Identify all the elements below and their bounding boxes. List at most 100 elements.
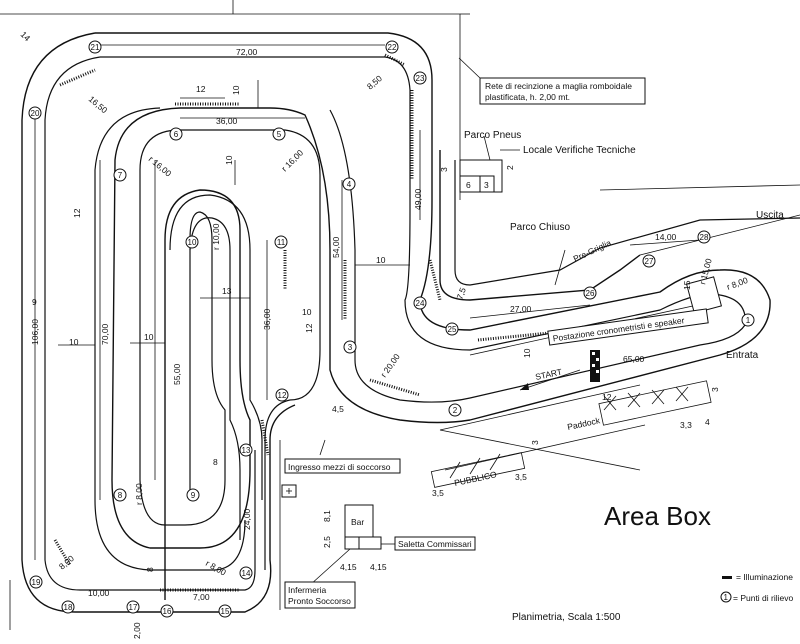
dim-label: r 10,00: [211, 223, 221, 250]
infermeria-box: [284, 581, 356, 609]
survey-point-marker: [113, 168, 127, 182]
dimension-labels: 72,00 14 16,50 8,50 12 10 36,00 10 r 16,…: [19, 29, 750, 639]
survey-point-marker: [274, 235, 288, 249]
buildings: [281, 159, 723, 550]
survey-point-label: 25: [448, 325, 457, 334]
dim-label: 3,3: [680, 420, 692, 430]
survey-point-label: 28: [700, 233, 709, 242]
pubblico-spaces: [430, 452, 526, 488]
dim-label: r 8,00: [134, 483, 144, 505]
dim-label: 10: [588, 369, 598, 379]
survey-point-label: 15: [221, 607, 230, 616]
survey-point-marker: [88, 40, 102, 54]
label-uscita: Uscita: [756, 210, 784, 221]
dim-label: 8,50: [365, 73, 384, 91]
label-pronto-soccorso: Pronto Soccorso: [288, 596, 351, 606]
survey-point-label: 20: [31, 109, 40, 118]
survey-point-marker: [413, 71, 427, 85]
survey-point-marker: [29, 575, 43, 589]
dim-label: 36,00: [216, 116, 238, 126]
dim-label: 14: [19, 29, 33, 43]
survey-point-label: 18: [64, 603, 73, 612]
fence-lines: [0, 0, 800, 630]
track-infield-mid: [94, 107, 246, 571]
survey-point-marker: [445, 322, 459, 336]
survey-point-marker: [342, 177, 356, 191]
survey-point-label: 7: [118, 171, 123, 180]
label-ingresso: Ingresso mezzi di soccorso: [288, 462, 391, 472]
label-infermeria: Infermeria: [288, 585, 327, 595]
dim-label: 70,00: [100, 323, 110, 345]
track-inner-left: [44, 56, 256, 591]
survey-point-label: 6: [174, 130, 179, 139]
dim-label: 55,00: [172, 363, 182, 385]
survey-point-marker: [185, 235, 199, 249]
survey-point-marker: [741, 313, 755, 327]
fence-note-line2: plastificata, h. 2,00 mt.: [485, 92, 570, 102]
survey-point-label: 5: [277, 130, 282, 139]
legend-point-number: 1: [724, 593, 729, 602]
dim-label: r 16,00: [279, 147, 305, 173]
dim-label: 3: [710, 387, 720, 392]
dim-label: 8,1: [322, 510, 332, 522]
survey-point-label: 8: [118, 491, 123, 500]
illuminazione-symbol: [722, 576, 732, 579]
dim-label: 4,15: [340, 562, 357, 572]
survey-point-label: 17: [129, 603, 138, 612]
dim-label: 13: [222, 286, 232, 296]
fence-note-box: [479, 77, 646, 105]
label-paddock: Paddock: [566, 415, 601, 432]
track-center-inner: [189, 217, 241, 540]
survey-point-label: 26: [586, 289, 595, 298]
survey-point-label: 12: [278, 391, 287, 400]
survey-point-marker: [160, 604, 174, 618]
dim-label: 27,00: [510, 304, 532, 314]
track-outer-edge: [95, 32, 771, 600]
survey-point-marker: [343, 340, 357, 354]
label-parco-pneus: Parco Pneus: [464, 130, 521, 141]
dim-label: 4,5: [332, 404, 344, 414]
survey-point-label: 2: [453, 406, 458, 415]
survey-point-marker: [697, 230, 711, 244]
saletta-box: [394, 536, 476, 551]
survey-point-marker: [61, 600, 75, 614]
survey-point-label: 19: [32, 578, 41, 587]
survey-point-label: 1: [746, 316, 751, 325]
paddock-marks: [430, 380, 712, 488]
dim-label: 10: [302, 307, 312, 317]
survey-point-marker: [186, 488, 200, 502]
survey-point-label: 13: [242, 446, 251, 455]
dim-label: 3: [439, 167, 449, 172]
dim-label: 12: [196, 84, 206, 94]
dim-label: 10: [224, 155, 234, 165]
track-inner-edge: [100, 56, 746, 403]
dim-label: 49,00: [413, 188, 423, 210]
dim-label: 3,5: [432, 488, 444, 498]
dim-label: 3: [530, 440, 540, 445]
label-parco-chiuso: Parco Chiuso: [510, 222, 570, 233]
survey-point-label: 9: [191, 491, 196, 500]
dim-label: 8,00: [57, 553, 76, 571]
postazione-box: [547, 308, 709, 346]
survey-point-marker: [448, 403, 462, 417]
label-saletta: Saletta Commissari: [398, 539, 472, 549]
survey-point-label: 27: [645, 257, 654, 266]
survey-point-label: 23: [416, 74, 425, 83]
dim-label: 10: [231, 85, 241, 95]
survey-point-marker: [28, 106, 42, 120]
legend: = Illuminazione 1 = Punti di rilievo: [720, 572, 794, 603]
survey-point-label: 10: [188, 238, 197, 247]
dim-label: 7,5: [454, 286, 468, 301]
track-center-loop: [169, 194, 263, 500]
survey-point-marker: [413, 296, 427, 310]
dim-label: 2: [505, 165, 515, 170]
dim-label: 65,00: [623, 354, 645, 364]
survey-point-marker: [272, 127, 286, 141]
dim-label: 106,00: [30, 319, 40, 345]
survey-point-marker: [583, 286, 597, 300]
diagram-title: Area Box: [604, 501, 711, 531]
dim-label: 2,00: [132, 622, 142, 639]
dim-label: 10: [522, 348, 532, 358]
